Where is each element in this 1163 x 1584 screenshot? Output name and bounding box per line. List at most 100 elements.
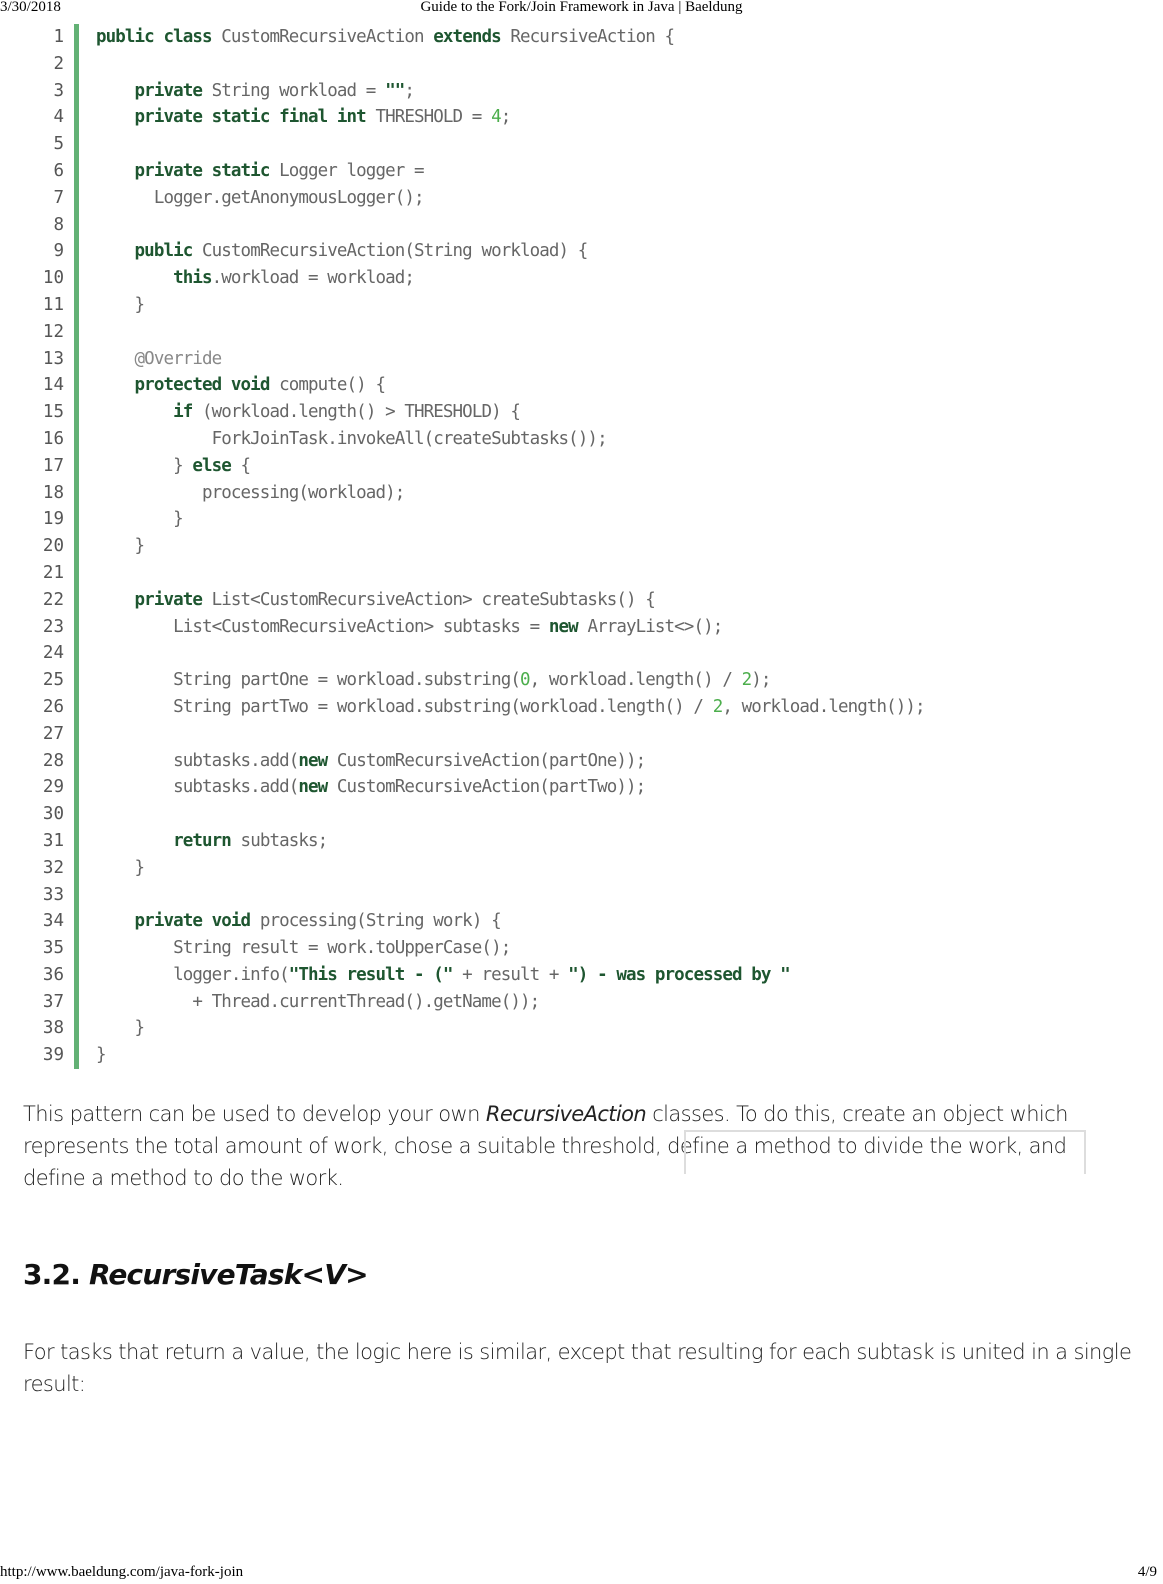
gutter-bar [74,935,79,962]
gutter-bar [74,559,79,587]
line-number: 14 [42,375,64,396]
code-line: 14 protected void compute() { [0,372,1163,400]
line-number: 18 [42,482,64,503]
line-number: 30 [42,804,64,825]
line-number: 35 [42,938,64,959]
line-number: 33 [42,884,64,905]
line-number: 7 [53,187,64,208]
code-line: 9 public CustomRecursiveAction(String wo… [0,238,1163,266]
gutter-bar [74,854,79,882]
code-text: } [96,294,146,315]
code-text: return subtasks; [173,830,328,851]
code-line: 36 logger.info("This result - (" + resul… [0,961,1163,989]
line-number: 32 [42,857,64,878]
code-text: } [96,536,146,557]
code-text: } [96,509,184,530]
code-text: @Override [134,348,223,369]
gutter-bar [74,238,79,266]
gutter-bar [74,827,79,855]
print-url: http://www.baeldung.com/java-fork-join [0,1564,244,1580]
gutter-bar [74,479,79,507]
code-text: public CustomRecursiveAction(String work… [134,241,589,262]
line-number: 39 [42,1045,64,1066]
line-number: 1 [53,27,64,47]
gutter-bar [74,345,79,373]
code-line: 33 [0,881,1163,909]
gutter-bar [74,50,79,78]
gutter-bar [74,211,79,239]
code-line: 2 [0,50,1163,78]
line-number: 38 [42,1018,64,1039]
code-text: String partOne = workload.substring(0, w… [96,670,771,691]
gutter-bar [74,961,79,989]
code-line: 28 subtasks.add(new CustomRecursiveActio… [0,747,1163,775]
print-page-number: 4/9 [1137,1564,1157,1580]
code-text: List<CustomRecursiveAction> subtasks = n… [96,616,723,637]
paragraph-recursive-action-pattern: This pattern can be used to develop your… [23,1102,1068,1190]
code-line: 38 } [0,1015,1163,1043]
code-line: 39} [0,1042,1163,1070]
code-line: 25 String partOne = workload.substring(0… [0,667,1163,694]
line-number: 23 [42,616,64,637]
paragraph-recursive-task-intro: For tasks that return a value, the logic… [23,1340,1132,1396]
code-text: } [96,1018,146,1039]
line-number: 19 [42,509,64,530]
line-number: 9 [53,241,64,262]
code-text: } else { [96,455,251,476]
code-text: Logger.getAnonymousLogger(); [96,187,425,208]
gutter-bar [74,720,79,748]
gutter-bar [74,318,79,346]
code-line: 18 processing(workload); [0,479,1163,507]
gutter-bar [74,77,79,105]
code-line: 23 List<CustomRecursiveAction> subtasks … [0,613,1163,641]
line-number: 2 [53,53,64,74]
line-number: 8 [53,214,64,235]
code-line: 31 return subtasks; [0,827,1163,855]
line-number: 22 [42,589,64,610]
code-text: String partTwo = workload.substring(work… [96,696,926,717]
code-line: 4 private static final int THRESHOLD = 4… [0,104,1163,132]
gutter-bar [74,506,79,534]
gutter-bar [74,157,79,185]
line-number: 24 [42,643,64,664]
code-text: processing(workload); [96,482,405,503]
line-number: 25 [42,670,64,691]
line-number: 10 [42,268,64,289]
gutter-bar [74,774,79,802]
line-number: 15 [42,402,64,423]
code-text: subtasks.add(new CustomRecursiveAction(p… [96,750,646,771]
code-line: 35 String result = work.toUpperCase(); [0,935,1163,962]
gutter-bar [74,747,79,775]
line-number: 27 [42,723,64,744]
line-number: 37 [42,991,64,1012]
print-footer: http://www.baeldung.com/java-fork-join 4… [0,1562,1163,1584]
line-number: 29 [42,777,64,798]
gutter-bar [74,908,79,936]
code-line: 10 this.workload = workload; [0,265,1163,292]
print-page-title: Guide to the Fork/Join Framework in Java… [420,0,743,15]
gutter-bar [74,131,79,158]
gutter-bar [74,667,79,694]
code-line: 19 } [0,506,1163,534]
emphasis-recursive-action: RecursiveAction [485,1102,647,1126]
code-line: 29 subtasks.add(new CustomRecursiveActio… [0,774,1163,802]
code-line: 34 private void processing(String work) … [0,908,1163,936]
code-line: 6 private static Logger logger = [0,157,1163,185]
gutter-bar [74,586,79,614]
line-number: 11 [42,294,64,315]
gutter-bar [74,533,79,560]
gutter-bar [74,1015,79,1043]
gutter-bar [74,104,79,132]
code-line: 26 String partTwo = workload.substring(w… [0,693,1163,721]
code-line: 15 if (workload.length() > THRESHOLD) { [0,399,1163,426]
line-number: 21 [42,562,64,583]
code-line: 22 private List<CustomRecursiveAction> c… [0,586,1163,614]
code-line: 13 @Override [0,345,1163,373]
code-line: 24 [0,640,1163,668]
line-number: 3 [53,80,64,101]
code-line: 11 } [0,291,1163,319]
gutter-bar [74,988,79,1016]
code-line: 7 Logger.getAnonymousLogger(); [0,184,1163,212]
code-text: logger.info("This result - (" + result +… [96,964,791,985]
code-text: ForkJoinTask.invokeAll(createSubtasks())… [96,428,608,449]
